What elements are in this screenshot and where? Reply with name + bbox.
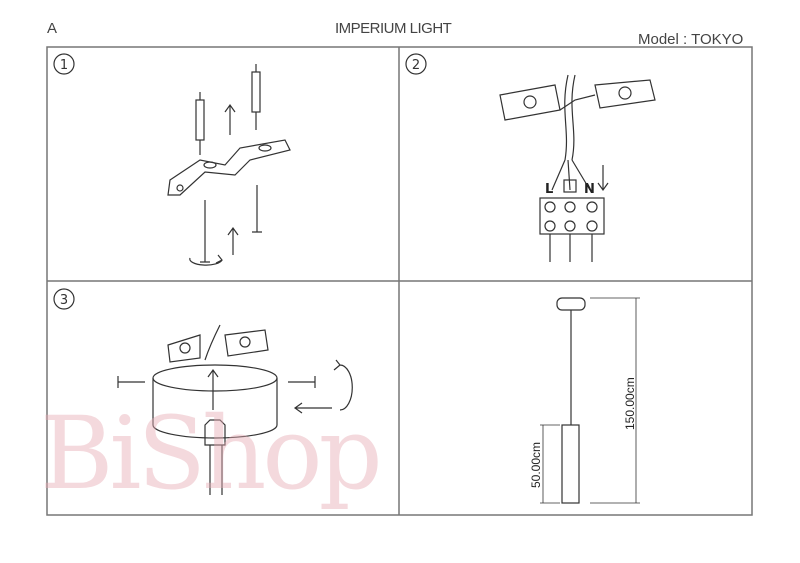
- page-letter: A: [47, 20, 58, 37]
- ground-icon: [563, 179, 577, 193]
- live-label: L: [545, 182, 553, 197]
- svg-text:1: 1: [60, 58, 68, 73]
- wall-anchor-icon: [195, 99, 205, 141]
- step-1-badge: 1: [53, 53, 75, 75]
- screw-icon: [288, 376, 316, 388]
- wall-anchor-icon: [251, 71, 261, 113]
- arrow-up-icon: [207, 368, 219, 410]
- screw-icon: [252, 185, 262, 233]
- svg-text:2: 2: [412, 58, 420, 73]
- step-2-badge: 2: [405, 53, 427, 75]
- screw-hole-icon: [176, 184, 184, 192]
- neutral-label: N: [584, 182, 595, 197]
- rotate-arrow-icon: [333, 359, 353, 411]
- screw-icon: [200, 200, 210, 263]
- arrow-up-icon: [224, 103, 236, 135]
- arrow-up-icon: [227, 226, 239, 255]
- step-2-wiring-illustration: L N: [499, 74, 656, 262]
- model-label: Model : TOKYO: [638, 31, 744, 48]
- arrow-down-icon: [597, 165, 609, 192]
- shade-height-label: 50.00cm: [529, 442, 543, 488]
- step-3-badge: 3: [53, 288, 75, 310]
- step-1-bracket-illustration: [167, 64, 291, 266]
- svg-text:3: 3: [60, 293, 68, 308]
- arrow-left-icon: [293, 402, 332, 414]
- rotate-arrow-icon: [189, 254, 223, 266]
- watermark: BiShop: [40, 395, 383, 512]
- terminal-block: [539, 197, 605, 235]
- screw-icon: [523, 95, 537, 109]
- brand-title: IMPERIUM LIGHT: [335, 20, 452, 37]
- total-height-label: 150.00cm: [623, 377, 637, 430]
- screw-icon: [618, 86, 632, 100]
- pendant-dimension-drawing: 150.00cm 50.00cm: [529, 297, 640, 504]
- step-3-canopy-illustration: [117, 324, 353, 495]
- screw-icon: [117, 376, 145, 388]
